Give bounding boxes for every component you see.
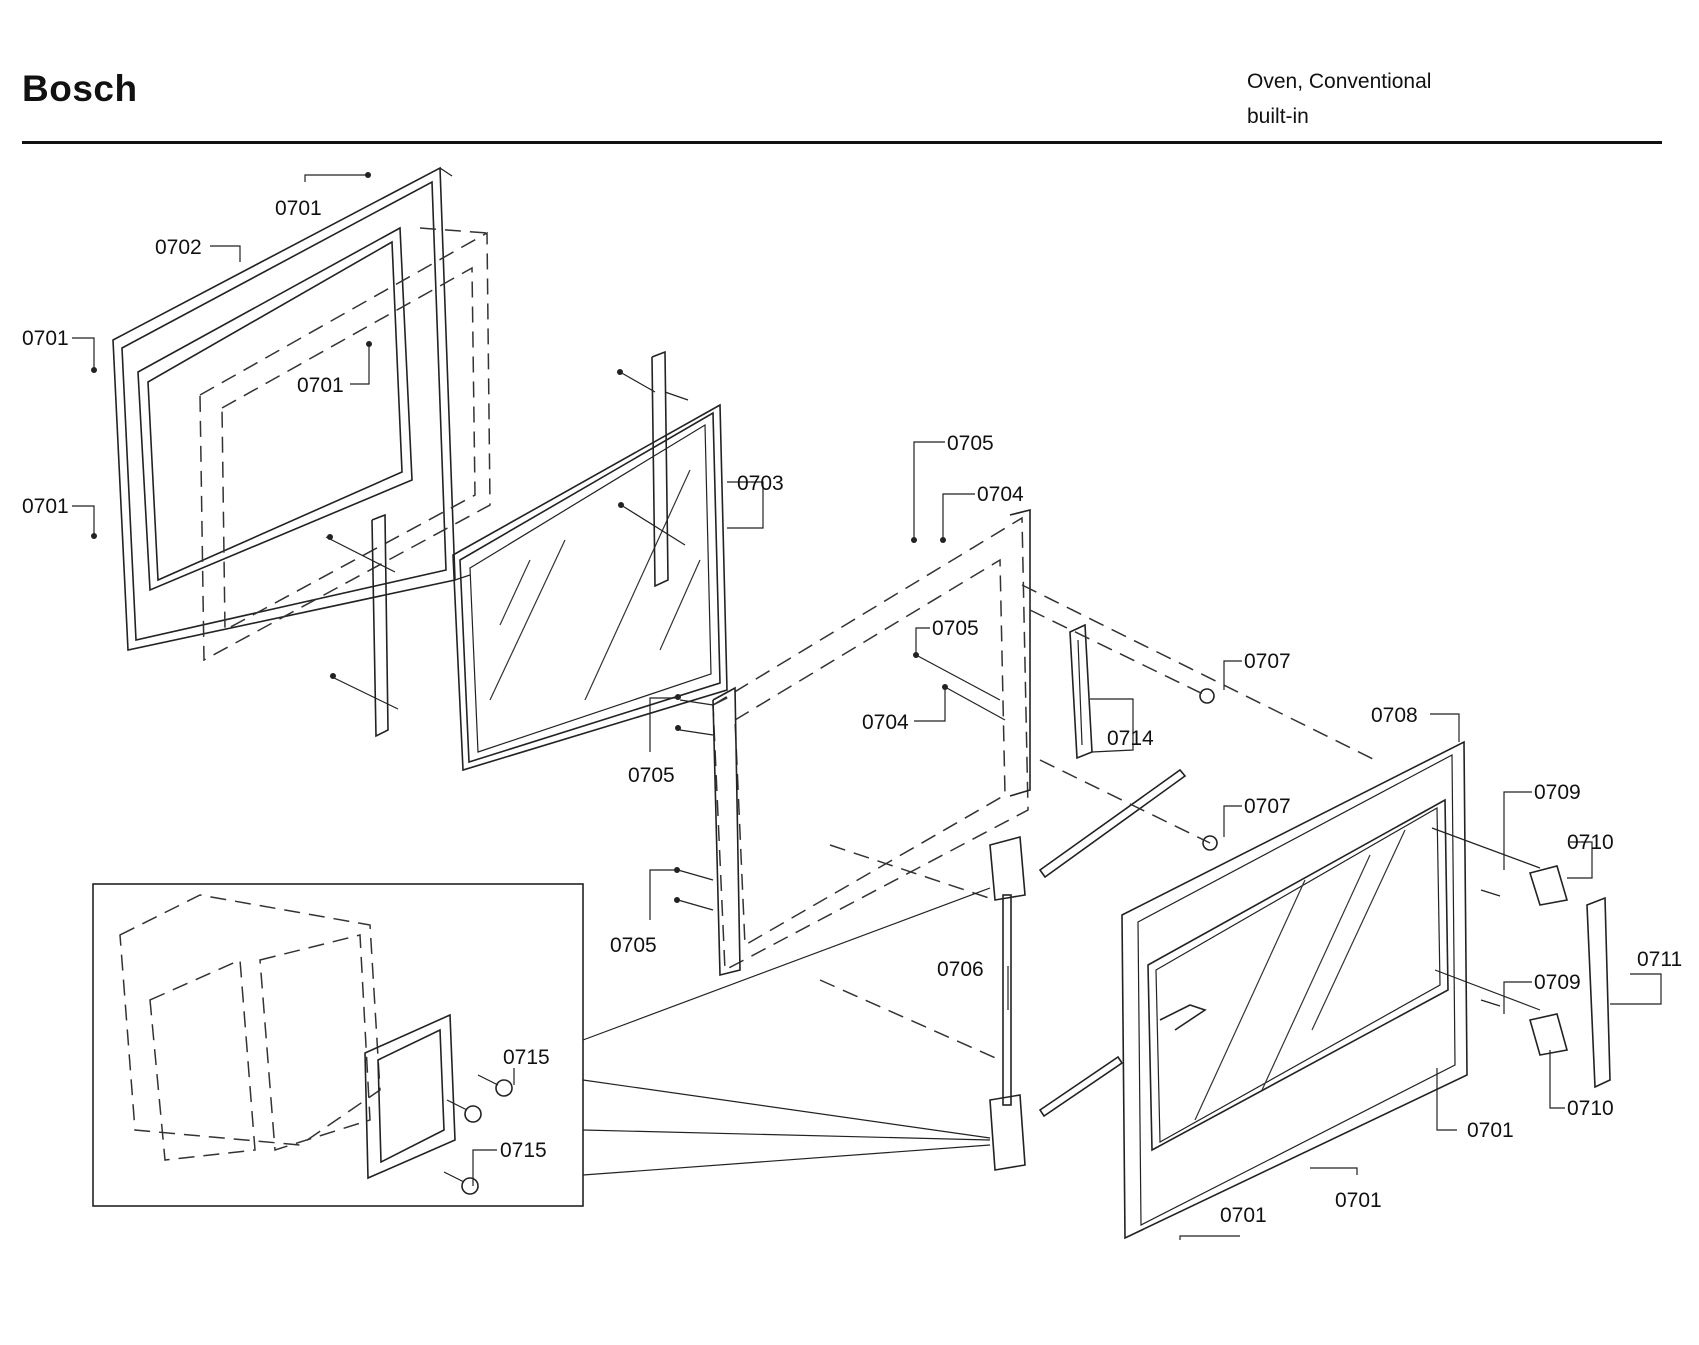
callout-0701: 0701: [22, 495, 69, 518]
door-inner-frame-dashed: [199, 227, 491, 662]
washers-0707: [1199, 688, 1218, 851]
callout-0704: 0704: [862, 711, 909, 734]
callout-0705: 0705: [932, 617, 979, 640]
callout-0710: 0710: [1567, 831, 1614, 854]
callout-0714: 0714: [1107, 727, 1154, 750]
callout-0709: 0709: [1534, 971, 1581, 994]
hinge-assembly-0706: [989, 768, 1187, 1171]
product-type-line1: Oven, Conventional: [1247, 70, 1432, 93]
callout-0705: 0705: [947, 432, 994, 455]
bracket-strip-left: [325, 513, 399, 738]
bracket-strip-center: [617, 350, 689, 588]
callout-0705: 0705: [610, 934, 657, 957]
callout-0711: 0711: [1637, 948, 1682, 971]
callout-0705: 0705: [628, 764, 675, 787]
callout-labels: 0701 0702 0701 0701 0701 0703 0705 0704 …: [22, 197, 1682, 1227]
brand-logo-text: Bosch: [22, 68, 138, 109]
callout-0704: 0704: [977, 483, 1024, 506]
callout-0707: 0707: [1244, 650, 1291, 673]
alignment-lines: [819, 584, 1376, 1061]
callout-0701: 0701: [22, 327, 69, 350]
callout-0702: 0702: [155, 236, 202, 259]
callout-0706: 0706: [937, 958, 984, 981]
glass-pane-0703: [452, 403, 728, 772]
door-frame-0702: [112, 166, 471, 651]
callout-0701: 0701: [1220, 1204, 1267, 1227]
inner-door-frame: [674, 508, 1031, 977]
callout-0710: 0710: [1567, 1097, 1614, 1120]
callout-0715: 0715: [500, 1139, 547, 1162]
callout-0701: 0701: [1467, 1119, 1514, 1142]
callout-0701: 0701: [297, 374, 344, 397]
handle-parts: [1431, 827, 1611, 1089]
header-rule: [22, 141, 1662, 144]
callout-0715: 0715: [503, 1046, 550, 1069]
callout-leaders: [72, 172, 1662, 1240]
callout-0709: 0709: [1534, 781, 1581, 804]
product-type-line2: built-in: [1247, 105, 1309, 128]
callout-0701: 0701: [275, 197, 322, 220]
callout-0701: 0701: [1335, 1189, 1382, 1212]
hinge-detail-inset: [92, 883, 991, 1207]
callout-0707: 0707: [1244, 795, 1291, 818]
latch-part-0714: [1069, 623, 1093, 760]
callout-0703: 0703: [737, 472, 784, 495]
outer-door-panel-0708: [1121, 740, 1468, 1240]
callout-0708: 0708: [1371, 704, 1418, 727]
